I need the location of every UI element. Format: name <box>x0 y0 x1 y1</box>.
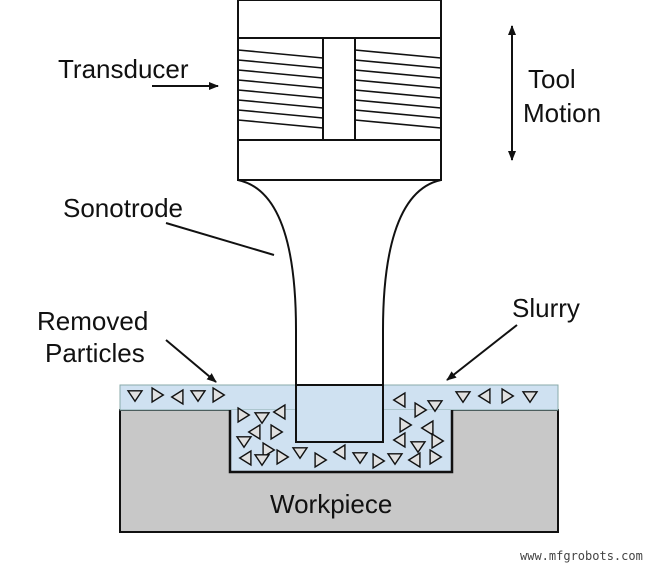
label-workpiece: Workpiece <box>270 489 392 519</box>
tool-tip <box>295 384 384 443</box>
sonotrode-leader <box>165 222 275 256</box>
particle-icon <box>332 443 346 461</box>
label-slurry: Slurry <box>512 293 580 323</box>
label-tool-motion-1: Tool <box>528 64 576 94</box>
particle-icon <box>235 436 253 449</box>
particle-icon <box>170 388 184 406</box>
particle-icon <box>276 448 290 466</box>
abrasive-particles <box>126 386 539 470</box>
particle-icon <box>431 432 445 450</box>
watermark: www.mfgrobots.com <box>520 549 643 563</box>
particle-icon <box>501 387 515 405</box>
particle-icon <box>477 387 491 405</box>
particle-icon <box>262 441 276 459</box>
particle-icon <box>253 412 271 425</box>
particle-icon <box>414 401 428 419</box>
particle-icon <box>238 449 252 467</box>
coil-windings-left <box>237 49 324 129</box>
particle-icon <box>151 386 165 404</box>
particle-icon <box>521 391 539 404</box>
particle-icon <box>314 451 328 469</box>
transducer <box>237 0 442 181</box>
coil-windings-right <box>354 49 442 129</box>
particle-icon <box>409 441 427 454</box>
particle-icon <box>392 391 406 409</box>
particle-icon <box>270 423 284 441</box>
particle-icon <box>351 452 369 465</box>
particle-icon <box>291 447 309 460</box>
removed-particles-arrow <box>165 339 217 383</box>
particle-icon <box>407 451 421 469</box>
particle-icon <box>237 406 251 424</box>
particle-icon <box>272 403 286 421</box>
transducer-core <box>322 37 356 141</box>
particle-icon <box>386 453 404 466</box>
particle-icon <box>392 431 406 449</box>
slurry-arrow <box>446 324 518 381</box>
particle-icon <box>399 416 413 434</box>
particle-icon <box>420 419 434 437</box>
particle-icon <box>253 454 271 467</box>
particle-icon <box>247 423 261 441</box>
particle-icon <box>126 390 144 403</box>
particle-icon <box>454 391 472 404</box>
label-removed-1: Removed <box>37 306 148 336</box>
particle-icon <box>426 400 444 413</box>
particle-icon <box>429 448 443 466</box>
label-transducer: Transducer <box>58 54 189 84</box>
particle-icon <box>212 386 226 404</box>
particle-icon <box>372 452 386 470</box>
label-tool-motion-2: Motion <box>523 98 601 128</box>
particle-icon <box>189 390 207 403</box>
label-sonotrode: Sonotrode <box>63 193 183 223</box>
label-removed-2: Particles <box>45 338 145 368</box>
